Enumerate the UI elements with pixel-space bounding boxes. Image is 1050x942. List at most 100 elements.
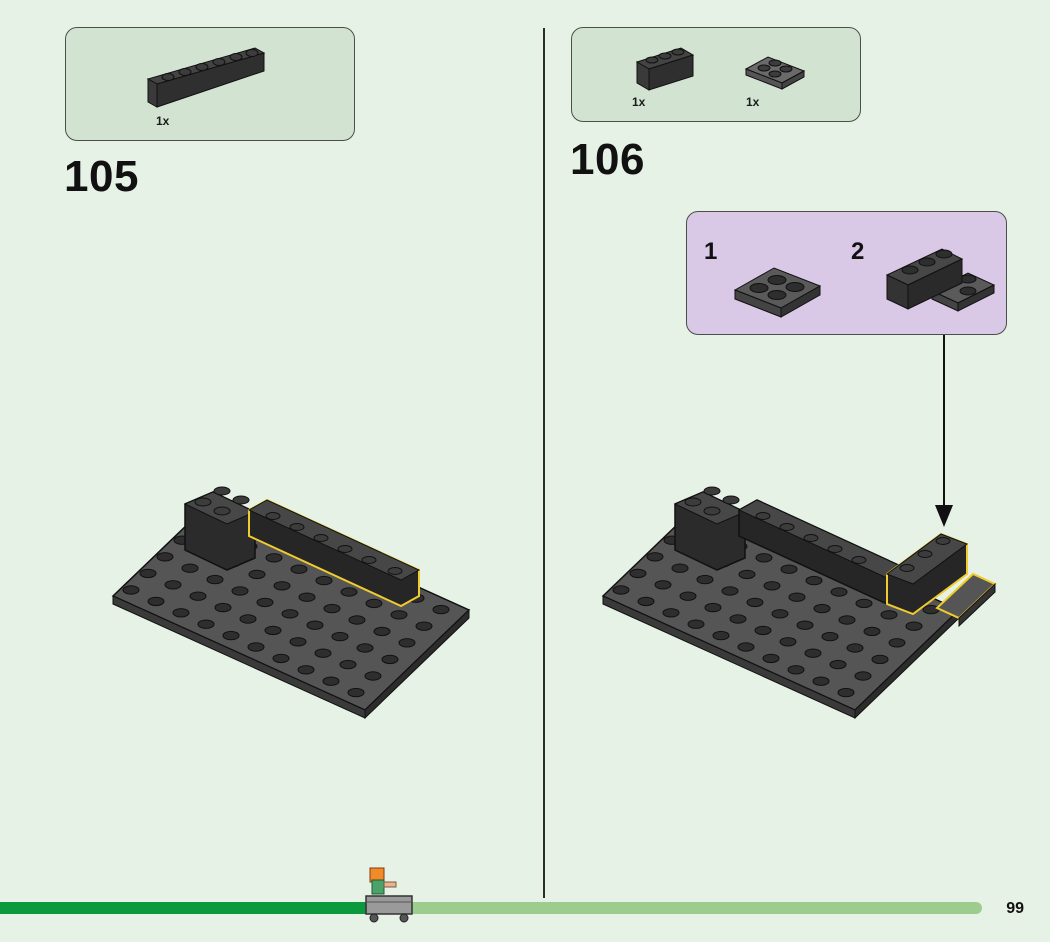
baseplate-stud (297, 665, 315, 675)
build-model-step-106 (601, 486, 997, 720)
baseplate-stud (780, 564, 798, 574)
baseplate-stud (139, 568, 157, 579)
baseplate-stud (712, 630, 730, 641)
baseplate-stud (654, 580, 672, 590)
baseplate-stud (298, 592, 316, 602)
step-number: 105 (64, 152, 139, 201)
baseplate-stud (197, 619, 215, 629)
baseplate-stud (373, 626, 391, 637)
substep-number: 1 (704, 238, 718, 265)
baseplate-stud (348, 615, 366, 625)
brick-1x6-icon (146, 47, 266, 108)
baseplate-stud (315, 575, 333, 586)
baseplate-stud (671, 563, 689, 573)
baseplate-stud (256, 597, 274, 608)
baseplate-stud (340, 587, 358, 597)
baseplate-stud (156, 552, 174, 562)
baseplate-stud (248, 569, 266, 580)
subassembly-callout: 1 2 (686, 211, 1007, 335)
baseplate-stud (821, 631, 839, 642)
baseplate-stud (314, 648, 332, 658)
baseplate-stud (812, 676, 830, 686)
baseplate-stud (738, 569, 756, 580)
baseplate-stud (239, 614, 257, 624)
baseplate-stud (696, 574, 714, 585)
baseplate-stud (189, 591, 207, 601)
baseplate-stud (147, 596, 165, 607)
baseplate-stud (347, 687, 365, 698)
baseplate-stud (231, 586, 249, 596)
step-number: 106 (570, 135, 645, 184)
baseplate-stud (637, 596, 655, 607)
baseplate-stud (763, 581, 781, 591)
baseplate-stud (339, 659, 357, 670)
baseplate-stud (922, 604, 940, 615)
baseplate-stud (855, 598, 873, 609)
baseplate-stud (164, 580, 182, 590)
baseplate-stud (871, 654, 889, 665)
baseplate-stud (272, 653, 290, 664)
baseplate-stud (181, 563, 199, 573)
baseplate-stud (704, 602, 722, 613)
brick-plate-assembly-icon (885, 248, 996, 312)
plate-2x2-icon (733, 267, 822, 318)
baseplate-stud (356, 643, 374, 653)
baseplate-stud (863, 626, 881, 637)
baseplate-stud (838, 615, 856, 625)
brick-1x3-icon (635, 47, 695, 91)
placement-arrow (935, 335, 953, 527)
baseplate-stud (629, 568, 647, 579)
baseplate-stud (888, 638, 906, 648)
page-number: 99 (1006, 900, 1024, 917)
baseplate-stud (771, 609, 789, 619)
baseplate-stud (687, 619, 705, 629)
baseplate-stud (679, 591, 697, 601)
substep-number: 2 (851, 238, 865, 265)
baseplate-stud (289, 637, 307, 647)
part-qty: 1x (746, 95, 760, 109)
baseplate-stud (273, 581, 291, 591)
baseplate-stud (854, 671, 872, 681)
baseplate-stud (323, 603, 341, 614)
baseplate-stud (222, 630, 240, 641)
baseplate-stud (804, 648, 822, 658)
baseplate-stud (612, 585, 630, 595)
baseplate-stud (779, 637, 797, 647)
baseplate-stud (837, 687, 855, 698)
baseplate-stud (415, 621, 433, 631)
baseplate-stud (662, 608, 680, 618)
baseplate-stud (755, 553, 773, 563)
parts-callout-step-105: 1x (65, 27, 355, 141)
plate-2x2-icon (744, 56, 806, 90)
baseplate-stud (306, 620, 324, 630)
baseplate-stud (265, 553, 283, 563)
baseplate-stud (122, 585, 140, 595)
baseplate-stud (365, 598, 383, 609)
baseplate-stud (214, 602, 232, 613)
part-qty: 1x (632, 95, 646, 109)
baseplate-stud (281, 609, 299, 619)
baseplate-stud (432, 604, 450, 615)
baseplate-stud (746, 597, 764, 608)
baseplate-stud (264, 625, 282, 636)
progress-fill (0, 902, 374, 914)
baseplate-stud (721, 586, 739, 596)
baseplate-stud (796, 620, 814, 630)
part-qty: 1x (156, 114, 170, 128)
baseplate-stud (813, 603, 831, 614)
baseplate-stud (331, 631, 349, 642)
baseplate-stud (754, 625, 772, 636)
baseplate-stud (830, 587, 848, 597)
baseplate-stud (880, 610, 898, 620)
baseplate-stud (247, 642, 265, 652)
page-divider (543, 28, 545, 898)
baseplate-stud (381, 654, 399, 665)
baseplate-stud (364, 671, 382, 681)
baseplate-stud (788, 592, 806, 602)
baseplate-stud (390, 610, 408, 620)
baseplate-stud (290, 564, 308, 574)
baseplate-stud (172, 608, 190, 618)
build-model-step-105 (111, 486, 471, 720)
baseplate-stud (787, 665, 805, 675)
baseplate-stud (729, 614, 747, 624)
